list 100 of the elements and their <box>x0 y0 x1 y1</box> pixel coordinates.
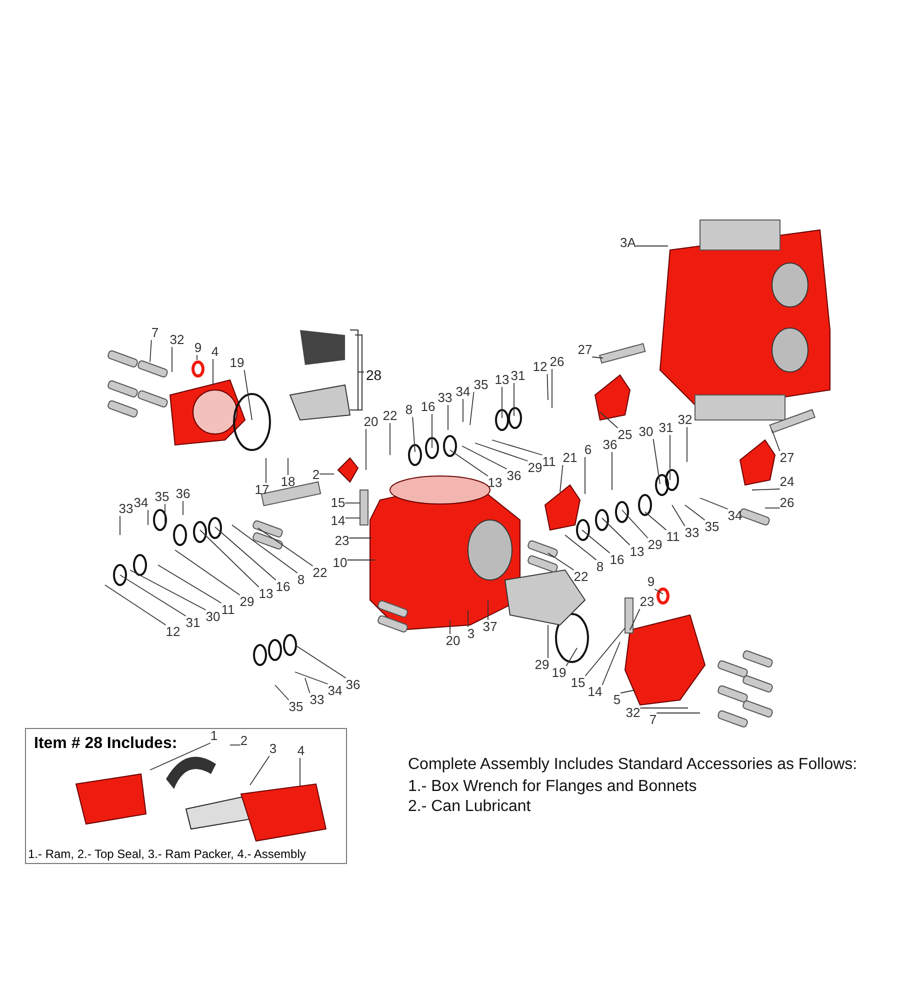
callout-number: 22 <box>574 570 588 584</box>
callout-number: 25 <box>618 428 632 442</box>
leader-line <box>548 552 574 570</box>
callout-number: 7 <box>649 713 657 727</box>
callout-number: 4 <box>211 345 219 359</box>
callout-number: 18 <box>280 475 296 489</box>
callout-number: 36 <box>176 487 190 501</box>
callout-number: 23 <box>640 595 654 609</box>
leader-line <box>258 528 314 566</box>
callout-number: 9 <box>194 341 202 355</box>
leader-line <box>686 426 688 462</box>
callout-number: 13 <box>494 373 510 387</box>
leader-line <box>250 756 270 786</box>
callout-number: 29 <box>240 595 254 609</box>
leader-line <box>104 584 166 626</box>
leader-line <box>412 416 416 452</box>
callout-number: 35 <box>474 378 488 392</box>
callout-number: 36 <box>602 438 618 452</box>
callout-number: 33 <box>684 526 700 540</box>
callout-number: 34 <box>728 509 742 523</box>
callout-number: 9 <box>647 575 655 589</box>
callout-number: 16 <box>276 580 290 594</box>
callout-number: 36 <box>506 469 522 483</box>
callout-number: 16 <box>610 553 624 567</box>
leader-line <box>212 358 214 386</box>
leader-line <box>656 712 700 714</box>
leader-line <box>196 354 198 360</box>
callout-number: 32 <box>626 706 640 720</box>
leader-line <box>492 440 543 456</box>
callout-number: 5 <box>613 693 621 707</box>
callout-number: 33 <box>438 391 452 405</box>
callout-number: 21 <box>562 451 578 465</box>
callout-number: 3 <box>269 742 277 756</box>
leader-line <box>602 518 630 546</box>
leader-line <box>592 356 604 358</box>
callout-number: 6 <box>584 443 592 457</box>
callout-number: 32 <box>678 413 692 427</box>
accessories-heading: Complete Assembly Includes Standard Accessories as Follows: <box>408 756 858 774</box>
callout-number: 32 <box>170 333 184 347</box>
callout-number: 14 <box>330 514 346 528</box>
leader-line <box>150 742 211 770</box>
callout-number: 11 <box>666 530 680 544</box>
callout-number: 17 <box>254 483 270 497</box>
callout-number: 33 <box>118 502 134 516</box>
leader-line <box>164 504 166 526</box>
leader-line <box>462 446 508 470</box>
leader-line <box>584 456 586 494</box>
callout-number: 4 <box>297 744 305 758</box>
leader-line <box>150 340 152 362</box>
callout-number: 37 <box>482 620 498 634</box>
leader-line <box>582 530 610 554</box>
leader-line <box>772 430 780 452</box>
callout-number: 20 <box>364 415 378 429</box>
callout-number: 30 <box>638 425 654 439</box>
callout-number: 7 <box>151 326 159 340</box>
leader-line <box>174 550 240 596</box>
callout-number: 3A <box>620 236 636 250</box>
leader-line <box>462 398 464 422</box>
callout-number: 8 <box>596 560 604 574</box>
leader-line <box>620 690 636 694</box>
leader-line <box>600 412 618 428</box>
callout-number: 19 <box>552 666 566 680</box>
leader-line <box>294 672 328 684</box>
callout-number: 8 <box>297 573 305 587</box>
callout-number: 36 <box>346 678 360 692</box>
callout-number: 34 <box>134 496 148 510</box>
callout-number: 29 <box>528 461 542 475</box>
callout-number: 11 <box>221 603 235 617</box>
callout-number: 23 <box>334 534 350 548</box>
leader-line <box>652 438 660 484</box>
callout-number: 35 <box>288 700 304 714</box>
callout-number: 31 <box>186 616 200 630</box>
callout-number: 20 <box>446 634 460 648</box>
callout-number: 19 <box>230 356 244 370</box>
inset-title: Item # 28 Includes: <box>34 735 178 753</box>
callout-number: 29 <box>534 658 550 672</box>
callout-number: 11 <box>542 455 556 469</box>
callout-number: 31 <box>510 369 526 383</box>
leader-line <box>564 534 597 560</box>
leader-line <box>200 530 260 588</box>
leader-line <box>474 442 528 462</box>
leader-line <box>130 570 206 610</box>
callout-number: 2 <box>240 734 248 748</box>
callout-number: 27 <box>780 451 794 465</box>
leader-line <box>304 678 310 694</box>
leader-line <box>622 510 648 538</box>
leader-line <box>120 574 186 616</box>
part-number-label: 28 <box>366 367 382 383</box>
leader-line <box>214 526 276 580</box>
callout-number: 12 <box>166 625 180 639</box>
callout-number: 15 <box>330 496 346 510</box>
callout-number: 8 <box>405 403 413 417</box>
leader-line <box>546 374 548 400</box>
callout-number: 27 <box>578 343 592 357</box>
callout-number: 35 <box>704 520 720 534</box>
leader-line <box>630 608 640 630</box>
leader-line <box>752 488 780 490</box>
callout-number: 35 <box>154 490 170 504</box>
leader-line <box>566 648 578 666</box>
leader-line <box>644 512 667 530</box>
